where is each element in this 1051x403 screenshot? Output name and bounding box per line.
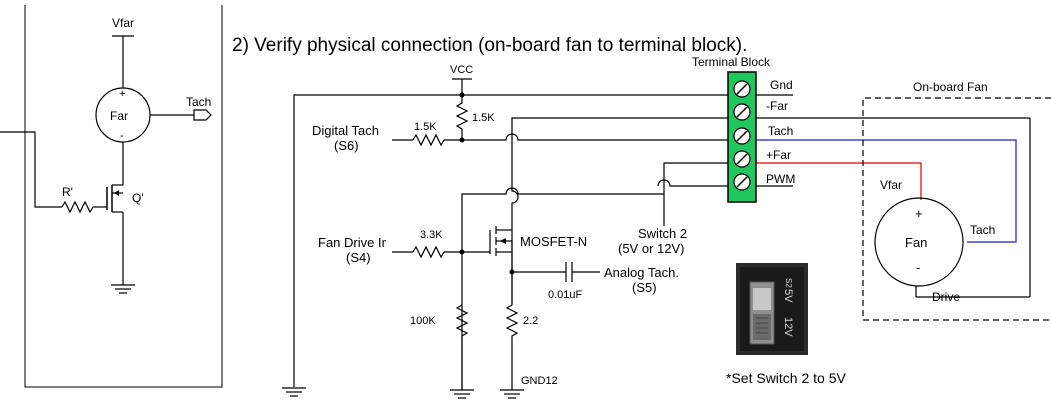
- analog-tach-signal: (S5): [632, 280, 657, 295]
- ground-wire: [293, 94, 728, 387]
- onboard-fan-drive: Drive: [932, 290, 960, 304]
- analog-tach-label: Analog Tach.: [604, 265, 679, 280]
- tach-output-arrow: [193, 109, 212, 121]
- onboard-fan-tach: Tach: [970, 223, 995, 237]
- terminal-screw-slot: [736, 176, 748, 188]
- onboard-fan-symbol: [874, 197, 964, 287]
- terminal-pin-fan-plus: +Far: [766, 148, 791, 162]
- step-heading: 2) Verify physical connection (on-board …: [232, 35, 748, 56]
- onboard-fan-title: On-board Fan: [913, 80, 988, 94]
- gate-resistor: [412, 245, 445, 259]
- terminal-screw-slot: [736, 83, 748, 95]
- capacitor-label: 0.01uF: [548, 289, 583, 301]
- left-tach-label: Tach: [186, 95, 211, 109]
- terminal-pin-pwm: PWM: [766, 172, 795, 186]
- terminal-pin-gnd: Gnd: [770, 78, 793, 92]
- terminal-block-title: Terminal Block: [692, 55, 771, 69]
- switch-photo: S2 5V 12V: [736, 263, 808, 355]
- terminal-pin-fan-minus: -Far: [766, 99, 788, 113]
- left-fan-plus: +: [119, 88, 125, 100]
- switch-marking-12v: 12V: [782, 317, 794, 337]
- series-resistor-label: 1.5K: [414, 121, 437, 133]
- switch-marking-5v: 5V: [782, 289, 794, 303]
- switch-marking-s2: S2: [784, 278, 793, 288]
- digital-tach-resistor: [412, 133, 445, 147]
- pullup-resistor-label: 1.5K: [472, 112, 495, 124]
- left-fan-label: Far: [110, 109, 128, 123]
- switch-note: *Set Switch 2 to 5V: [726, 370, 847, 386]
- fan-plus-wire: [756, 162, 922, 200]
- terminal-screw-slot: [736, 130, 748, 142]
- sense-resistor-label: 2.2: [523, 315, 538, 327]
- onboard-fan-minus: -: [916, 260, 920, 275]
- ground-label: GND12: [521, 375, 558, 387]
- left-resistor: [61, 200, 94, 214]
- onboard-fan-label: Fan: [905, 235, 927, 250]
- gate-resistor-label: 3.3K: [420, 229, 443, 241]
- terminal-screw-slot: [736, 106, 748, 118]
- left-fan-minus: -: [120, 130, 124, 142]
- terminal-pin-tach: Tach: [768, 124, 793, 138]
- tach-wire: [756, 139, 1017, 243]
- switch-label: Switch 2: [638, 226, 687, 241]
- onboard-fan: On-board Fan Vfar + Fan - Tach Drive: [862, 80, 1051, 321]
- digital-tach-label: Digital Tach: [312, 123, 379, 138]
- onboard-fan-boundary: [862, 97, 1051, 321]
- sense-resistor: [505, 304, 519, 390]
- mosfet-label: MOSFET-N: [520, 234, 587, 249]
- left-supply-label: Vfar: [112, 16, 134, 30]
- pulldown-resistor-label: 100K: [410, 315, 436, 327]
- fan-drive-label: Fan Drive Ir: [318, 235, 387, 250]
- fan-drive-signal: (S4): [346, 250, 371, 265]
- onboard-fan-supply: Vfar: [880, 178, 902, 192]
- switch-options: (5V or 12V): [618, 241, 684, 256]
- left-schematic-frame: [24, 5, 223, 388]
- digital-tach-signal: (S6): [334, 138, 359, 153]
- terminal-block: Terminal Block Gnd -Far Tach +Far PWM: [692, 55, 795, 203]
- left-transistor-label: Q': [132, 191, 144, 205]
- vcc-label: VCC: [450, 64, 473, 76]
- left-schematic: Vfar + Far - Tach Q' R': [0, 5, 223, 388]
- left-resistor-label: R': [62, 185, 73, 199]
- onboard-fan-plus: +: [915, 206, 923, 221]
- pullup-resistor: [455, 95, 469, 140]
- terminal-screw-slot: [736, 153, 748, 165]
- pulldown-resistor: [455, 304, 469, 390]
- main-schematic: [293, 78, 728, 390]
